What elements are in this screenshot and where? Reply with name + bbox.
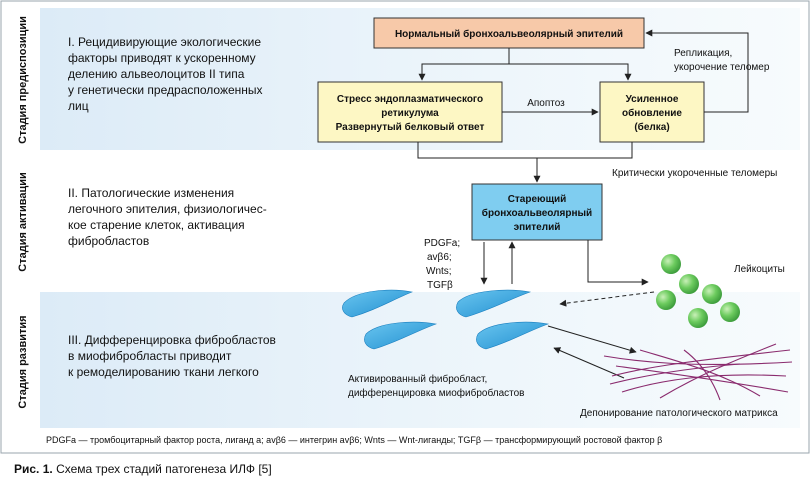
desc2-line: II. Патологические изменения xyxy=(68,186,234,200)
box-stress-line: Развернутый белковый ответ xyxy=(336,121,485,133)
leukocyte-cell xyxy=(720,302,740,322)
fibroblasts xyxy=(342,289,550,350)
matrix-fiber xyxy=(659,343,777,399)
box-normal-label: Нормальный бронхоальвеолярный эпителий xyxy=(395,28,623,40)
box-aging-epithelium xyxy=(471,183,603,241)
matrix-fiber xyxy=(683,349,721,401)
stage-label-predisposition: Стадия предиспозиции xyxy=(17,16,29,144)
label-factor: TGFβ xyxy=(427,280,453,291)
label-replication-line: укорочение теломер xyxy=(674,62,770,73)
arrow-leukocytes-to-fibroblast xyxy=(559,291,655,307)
box-renewal-line: обновление xyxy=(622,107,682,119)
arrow-aging-to-leukocytes xyxy=(587,240,649,286)
box-renewal-line: (белка) xyxy=(634,121,669,133)
desc2-line: фибробластов xyxy=(68,234,149,248)
box-aging-line: Стареющий xyxy=(508,194,567,205)
label-telomeres: Критически укороченные теломеры xyxy=(612,168,777,179)
leukocyte-cell xyxy=(679,274,699,294)
box-aging-line: эпителий xyxy=(514,222,561,233)
desc1-line: у генетически предрасположенных xyxy=(68,83,263,97)
footnote: PDGFa — тромбоцитарный фактор роста, лиг… xyxy=(46,435,662,445)
figure-caption: Рис. 1. Схема трех стадий патогенеза ИЛФ… xyxy=(14,462,272,476)
description-stage-2: II. Патологические изменения легочного э… xyxy=(68,186,267,248)
label-fibroblast-line: Активированный фибробласт, xyxy=(348,373,487,385)
box-stress-line: ретикулума xyxy=(381,108,439,119)
leukocyte-cell xyxy=(656,290,676,310)
arrow-fibroblast-to-matrix xyxy=(547,325,637,354)
description-stage-3: III. Дифференцировка фибробластов в миоф… xyxy=(68,333,276,379)
stage-label-development: Стадия развития xyxy=(17,315,29,408)
desc1-line: факторы приводят к ускоренному xyxy=(68,51,256,65)
desc2-line: кое старение клеток, активация xyxy=(68,218,245,232)
label-leukocytes: Лейкоциты xyxy=(734,264,785,275)
arrow-normal-to-renewal xyxy=(509,63,632,81)
label-factor: PDGFa; xyxy=(424,238,460,249)
leukocytes xyxy=(656,254,740,328)
matrix-fiber xyxy=(609,363,741,385)
matrix-fiber xyxy=(615,365,789,393)
description-stage-1: I. Рецидивирующие экологические факторы … xyxy=(68,35,263,113)
label-matrix: Депонирование патологического матрикса xyxy=(580,408,778,419)
arrow-matrix-to-fibroblast xyxy=(553,347,625,379)
fibroblast-cell xyxy=(476,321,550,350)
desc3-line: к ремоделированию ткани легкого xyxy=(68,365,259,379)
fibroblast-cell xyxy=(342,289,414,318)
box-renewal-line: Усиленное xyxy=(626,94,679,105)
arrow-normal-to-stress xyxy=(418,48,510,81)
label-replication-line: Репликация, xyxy=(674,48,732,59)
desc1-line: I. Рецидивирующие экологические xyxy=(68,35,261,49)
stage-label-activation: Стадия активации xyxy=(17,172,29,271)
pathologic-matrix xyxy=(603,343,793,401)
box-er-stress xyxy=(317,81,503,143)
leukocyte-cell xyxy=(702,284,722,304)
label-factor: Wnts; xyxy=(426,266,452,277)
fibroblast-cell xyxy=(456,289,532,318)
box-normal-epithelium xyxy=(373,17,645,49)
arrow-replication xyxy=(645,29,749,113)
desc3-line: III. Дифференцировка фибробластов xyxy=(68,333,276,347)
label-fibroblast-line: дифференцировка миофибробластов xyxy=(348,387,524,399)
leukocyte-cell xyxy=(688,308,708,328)
desc1-line: лиц xyxy=(68,99,89,113)
caption-prefix: Рис. 1. xyxy=(14,462,53,476)
matrix-fiber xyxy=(603,355,793,366)
desc1-line: делению альвеолоцитов II типа xyxy=(68,67,245,81)
desc3-line: в миофибробласты приводит xyxy=(68,349,232,363)
line-renewal-merge xyxy=(537,142,633,159)
fibroblast-cell xyxy=(364,321,438,350)
matrix-fiber xyxy=(621,374,787,393)
caption-text: Схема трех стадий патогенеза ИЛФ [5] xyxy=(53,462,272,476)
box-aging-line: бронхоальвеолярный xyxy=(482,207,592,219)
box-enhanced-renewal xyxy=(599,81,705,143)
desc2-line: легочного эпителия, физиологичес- xyxy=(68,202,267,216)
box-stress-line: Стресс эндоплазматического xyxy=(337,94,483,105)
line-stress-merge xyxy=(417,142,537,159)
label-apoptosis: Апоптоз xyxy=(527,98,565,109)
leukocyte-cell xyxy=(661,254,681,274)
label-factor: avβ6; xyxy=(427,252,452,263)
